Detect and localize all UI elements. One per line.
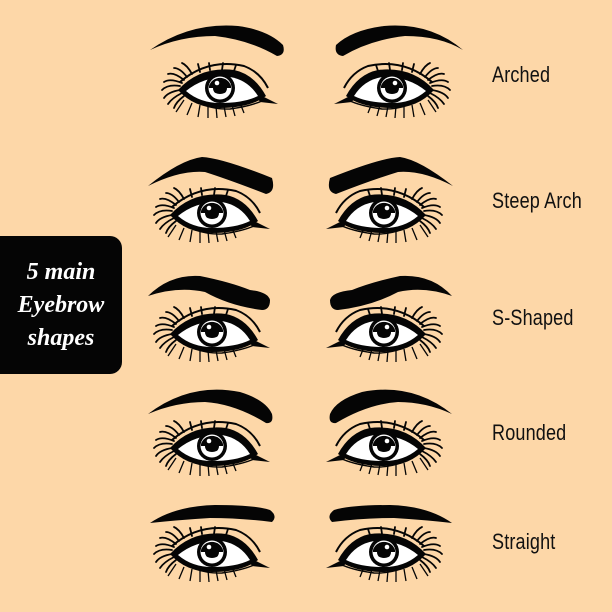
row-steep-arch	[148, 157, 453, 244]
right-brow-rounded	[329, 389, 452, 424]
right-brow-straight	[329, 505, 452, 523]
title-badge: 5 main Eyebrow shapes	[0, 236, 122, 374]
left-brow-arched	[150, 25, 284, 56]
right-brow-arched	[335, 25, 463, 56]
label-straight: Straight	[492, 529, 556, 554]
label-rounded: Rounded	[492, 420, 567, 445]
badge-line-1: 5 main	[26, 258, 96, 285]
left-brow-rounded	[148, 389, 273, 424]
row-straight	[150, 505, 452, 583]
badge-line-2: Eyebrow	[17, 291, 105, 318]
left-brow-straight	[150, 505, 275, 523]
row-s-shaped	[148, 275, 452, 363]
left-brow-steep-arch	[148, 157, 274, 194]
right-brow-steep-arch	[328, 157, 453, 194]
label-steep-arch: Steep Arch	[492, 188, 582, 213]
row-arched	[150, 25, 463, 119]
label-s-shaped: S-Shaped	[492, 305, 574, 330]
left-brow-s-shaped	[148, 275, 270, 310]
badge-line-3: shapes	[27, 324, 95, 351]
right-brow-s-shaped	[330, 275, 452, 310]
label-arched: Arched	[492, 62, 551, 87]
row-rounded	[148, 389, 452, 477]
